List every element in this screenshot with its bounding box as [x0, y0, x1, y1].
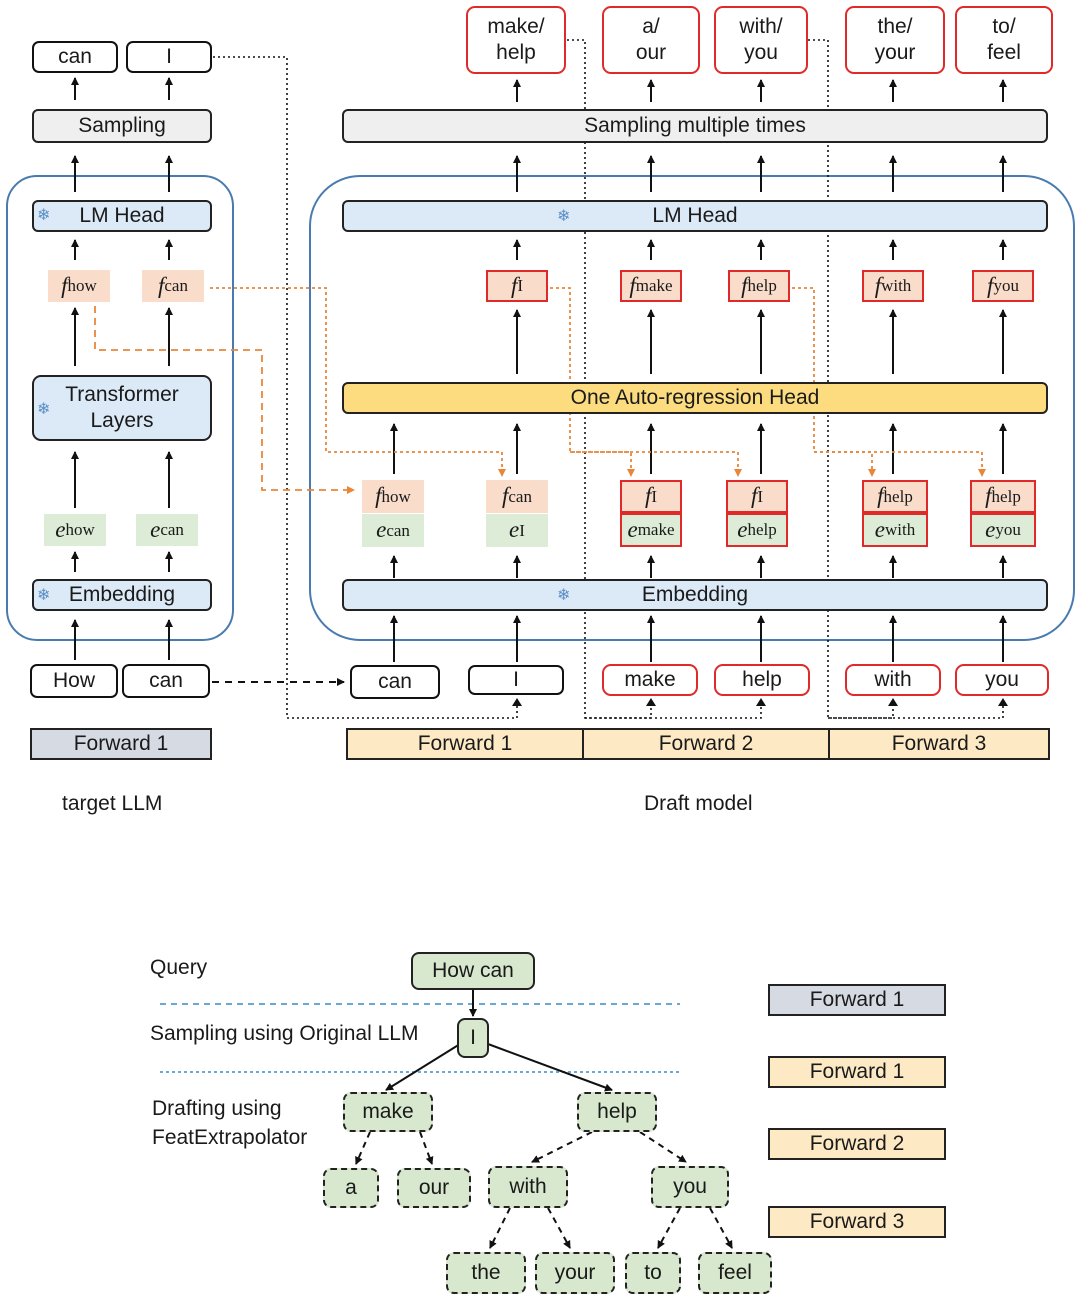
target-embedding: Embedding [32, 579, 212, 611]
draft-sampling: Sampling multiple times [342, 109, 1048, 143]
draft-forward-1: Forward 1 [346, 728, 584, 760]
target-panel [6, 175, 234, 641]
target-output-i: I [126, 41, 212, 73]
draft-embedding: Embedding [342, 579, 1048, 611]
snowflake-icon: ❄ [37, 401, 51, 418]
tree-node-to: to [625, 1252, 681, 1294]
tree-node-help: help [577, 1092, 657, 1132]
draft-input-you: you [955, 664, 1049, 696]
legend-forward-2: Forward 2 [768, 1128, 946, 1160]
draft-output-2: a/ our [602, 6, 700, 74]
target-transformer-layers: Transformer Layers [32, 375, 212, 441]
legend-forward-1-draft: Forward 1 [768, 1056, 946, 1088]
draft-forward-2: Forward 2 [582, 728, 830, 760]
tree-node-make: make [343, 1092, 433, 1132]
draft-input-help: help [714, 664, 810, 696]
draft-input-i: I [468, 665, 564, 695]
snowflake-icon: ❄ [37, 587, 51, 604]
tree-node-the: the [446, 1252, 526, 1294]
draft-output-5: to/ feel [955, 6, 1053, 74]
tree-node-i: I [457, 1018, 489, 1058]
target-input-can: can [122, 664, 210, 698]
snowflake-icon: ❄ [557, 587, 571, 604]
draft-output-3: with/ you [714, 6, 808, 74]
draft-input-can: can [350, 665, 440, 699]
tree-row-query: Query [150, 956, 208, 979]
snowflake-icon: ❄ [37, 207, 51, 224]
tree-row-sampling: Sampling using Original LLM [150, 1022, 419, 1045]
tree-node-a: a [323, 1168, 379, 1208]
target-sampling: Sampling [32, 109, 212, 143]
legend-forward-1-target: Forward 1 [768, 984, 946, 1016]
legend-forward-3: Forward 3 [768, 1206, 946, 1238]
tree-node-with: with [488, 1166, 568, 1208]
draft-input-with: with [845, 664, 941, 696]
draft-lm-head: LM Head [342, 200, 1048, 232]
tree-node-root: How can [411, 952, 535, 990]
draft-caption: Draft model [644, 792, 753, 815]
target-lm-head: LM Head [32, 200, 212, 232]
draft-forward-3: Forward 3 [828, 728, 1050, 760]
tree-node-you: you [651, 1166, 729, 1208]
tree-node-feel: feel [698, 1252, 772, 1294]
target-output-can: can [32, 41, 118, 73]
target-input-how: How [30, 664, 118, 698]
draft-output-4: the/ your [845, 6, 945, 74]
target-caption: target LLM [62, 792, 163, 815]
draft-panel [309, 175, 1075, 641]
snowflake-icon: ❄ [557, 208, 571, 225]
tree-node-our: our [397, 1168, 471, 1208]
draft-input-make: make [602, 664, 698, 696]
tree-row-drafting: Drafting using FeatExtrapolator [152, 1097, 308, 1150]
tree-node-your: your [535, 1252, 615, 1294]
draft-output-1: make/ help [466, 6, 566, 74]
draft-ar-head: One Auto-regression Head [342, 382, 1048, 414]
target-forward-1: Forward 1 [30, 728, 212, 760]
